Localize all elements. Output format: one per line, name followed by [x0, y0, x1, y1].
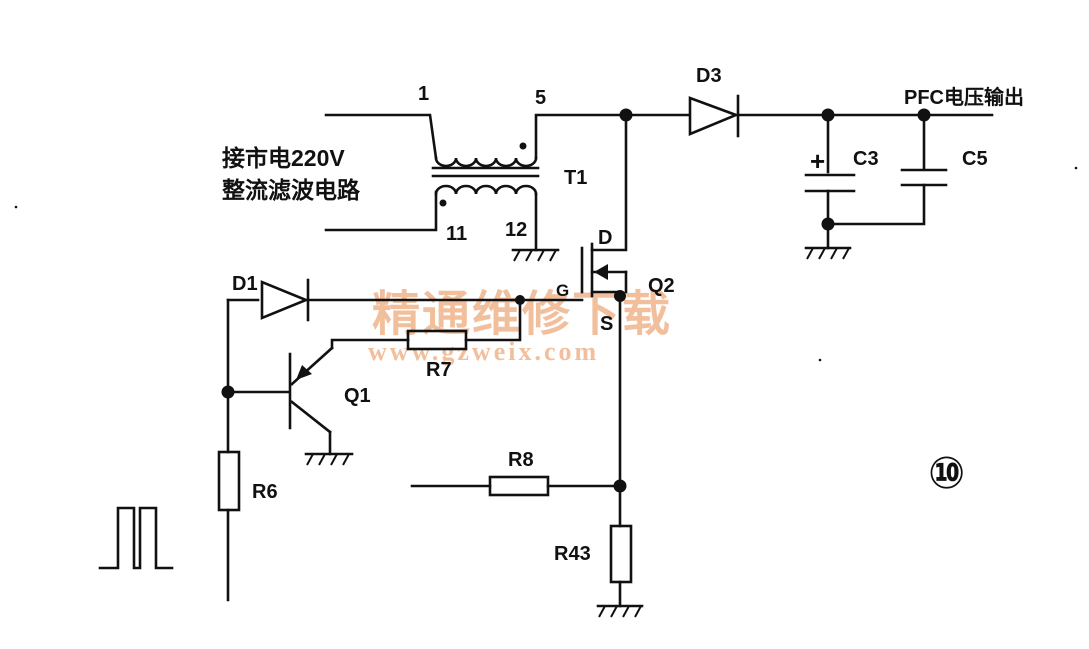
secondary-dot: [439, 199, 447, 207]
wire-r7-gate: [464, 298, 522, 342]
label-c5: C5: [962, 148, 988, 170]
wire-drain: [590, 113, 628, 252]
watermark-url: www.gzweix.com: [368, 337, 599, 366]
secondary-winding: [434, 184, 538, 196]
resistor-r6: [217, 450, 241, 512]
capacitor-c5: [826, 113, 948, 226]
resistor-r43: [609, 524, 633, 584]
primary-winding: [434, 156, 538, 168]
label-d1: D1: [232, 273, 258, 295]
diode-d1: [260, 278, 310, 322]
q1-emitter-arrow: [296, 365, 312, 380]
label-r8: R8: [508, 449, 534, 471]
label-q2: Q2: [648, 275, 675, 297]
diode-d3: [688, 94, 740, 138]
wire-input-top: [324, 113, 438, 160]
label-pin11: 11: [446, 223, 467, 245]
label-d3: D3: [696, 65, 722, 87]
transformer-t1: [324, 113, 628, 252]
pulse-waveform: [98, 506, 174, 570]
label-pin5: 5: [535, 87, 546, 109]
wire-pin5: [534, 113, 628, 160]
label-r43: R43: [554, 543, 591, 565]
ground-caps: [804, 246, 852, 260]
label-input-line2: 整流滤波电路: [222, 177, 361, 203]
label-q1: Q1: [344, 385, 371, 407]
ground-q1: [304, 452, 354, 466]
label-c3: C3: [853, 148, 879, 170]
label-t1: T1: [564, 167, 587, 189]
primary-dot: [519, 142, 527, 150]
label-pfc-output: PFC电压输出: [904, 85, 1024, 109]
body-arrow: [594, 264, 608, 280]
label-r7: R7: [426, 359, 452, 381]
speck: [818, 358, 822, 362]
label-drain: D: [598, 227, 612, 249]
mosfet-q2: [580, 113, 628, 298]
label-r6: R6: [252, 481, 278, 503]
label-source: S: [600, 313, 613, 335]
wire-input-bottom: [324, 190, 438, 232]
label-gate: G: [556, 281, 569, 300]
wire-q1-emitter-r7: [330, 338, 410, 350]
label-pin1: 1: [418, 83, 429, 105]
label-figure-number: ⑩: [928, 449, 965, 498]
transistor-q1: [226, 346, 334, 456]
speck: [1074, 166, 1078, 170]
ground-t1: [511, 248, 560, 262]
ground-r43: [596, 604, 644, 618]
label-pin12: 12: [505, 219, 527, 241]
speck: [14, 205, 18, 209]
q1-collector: [290, 400, 332, 434]
label-input-line1: 接市电220V: [222, 145, 345, 171]
resistor-r8: [488, 475, 550, 497]
label-c3-polarity: +: [810, 146, 825, 176]
